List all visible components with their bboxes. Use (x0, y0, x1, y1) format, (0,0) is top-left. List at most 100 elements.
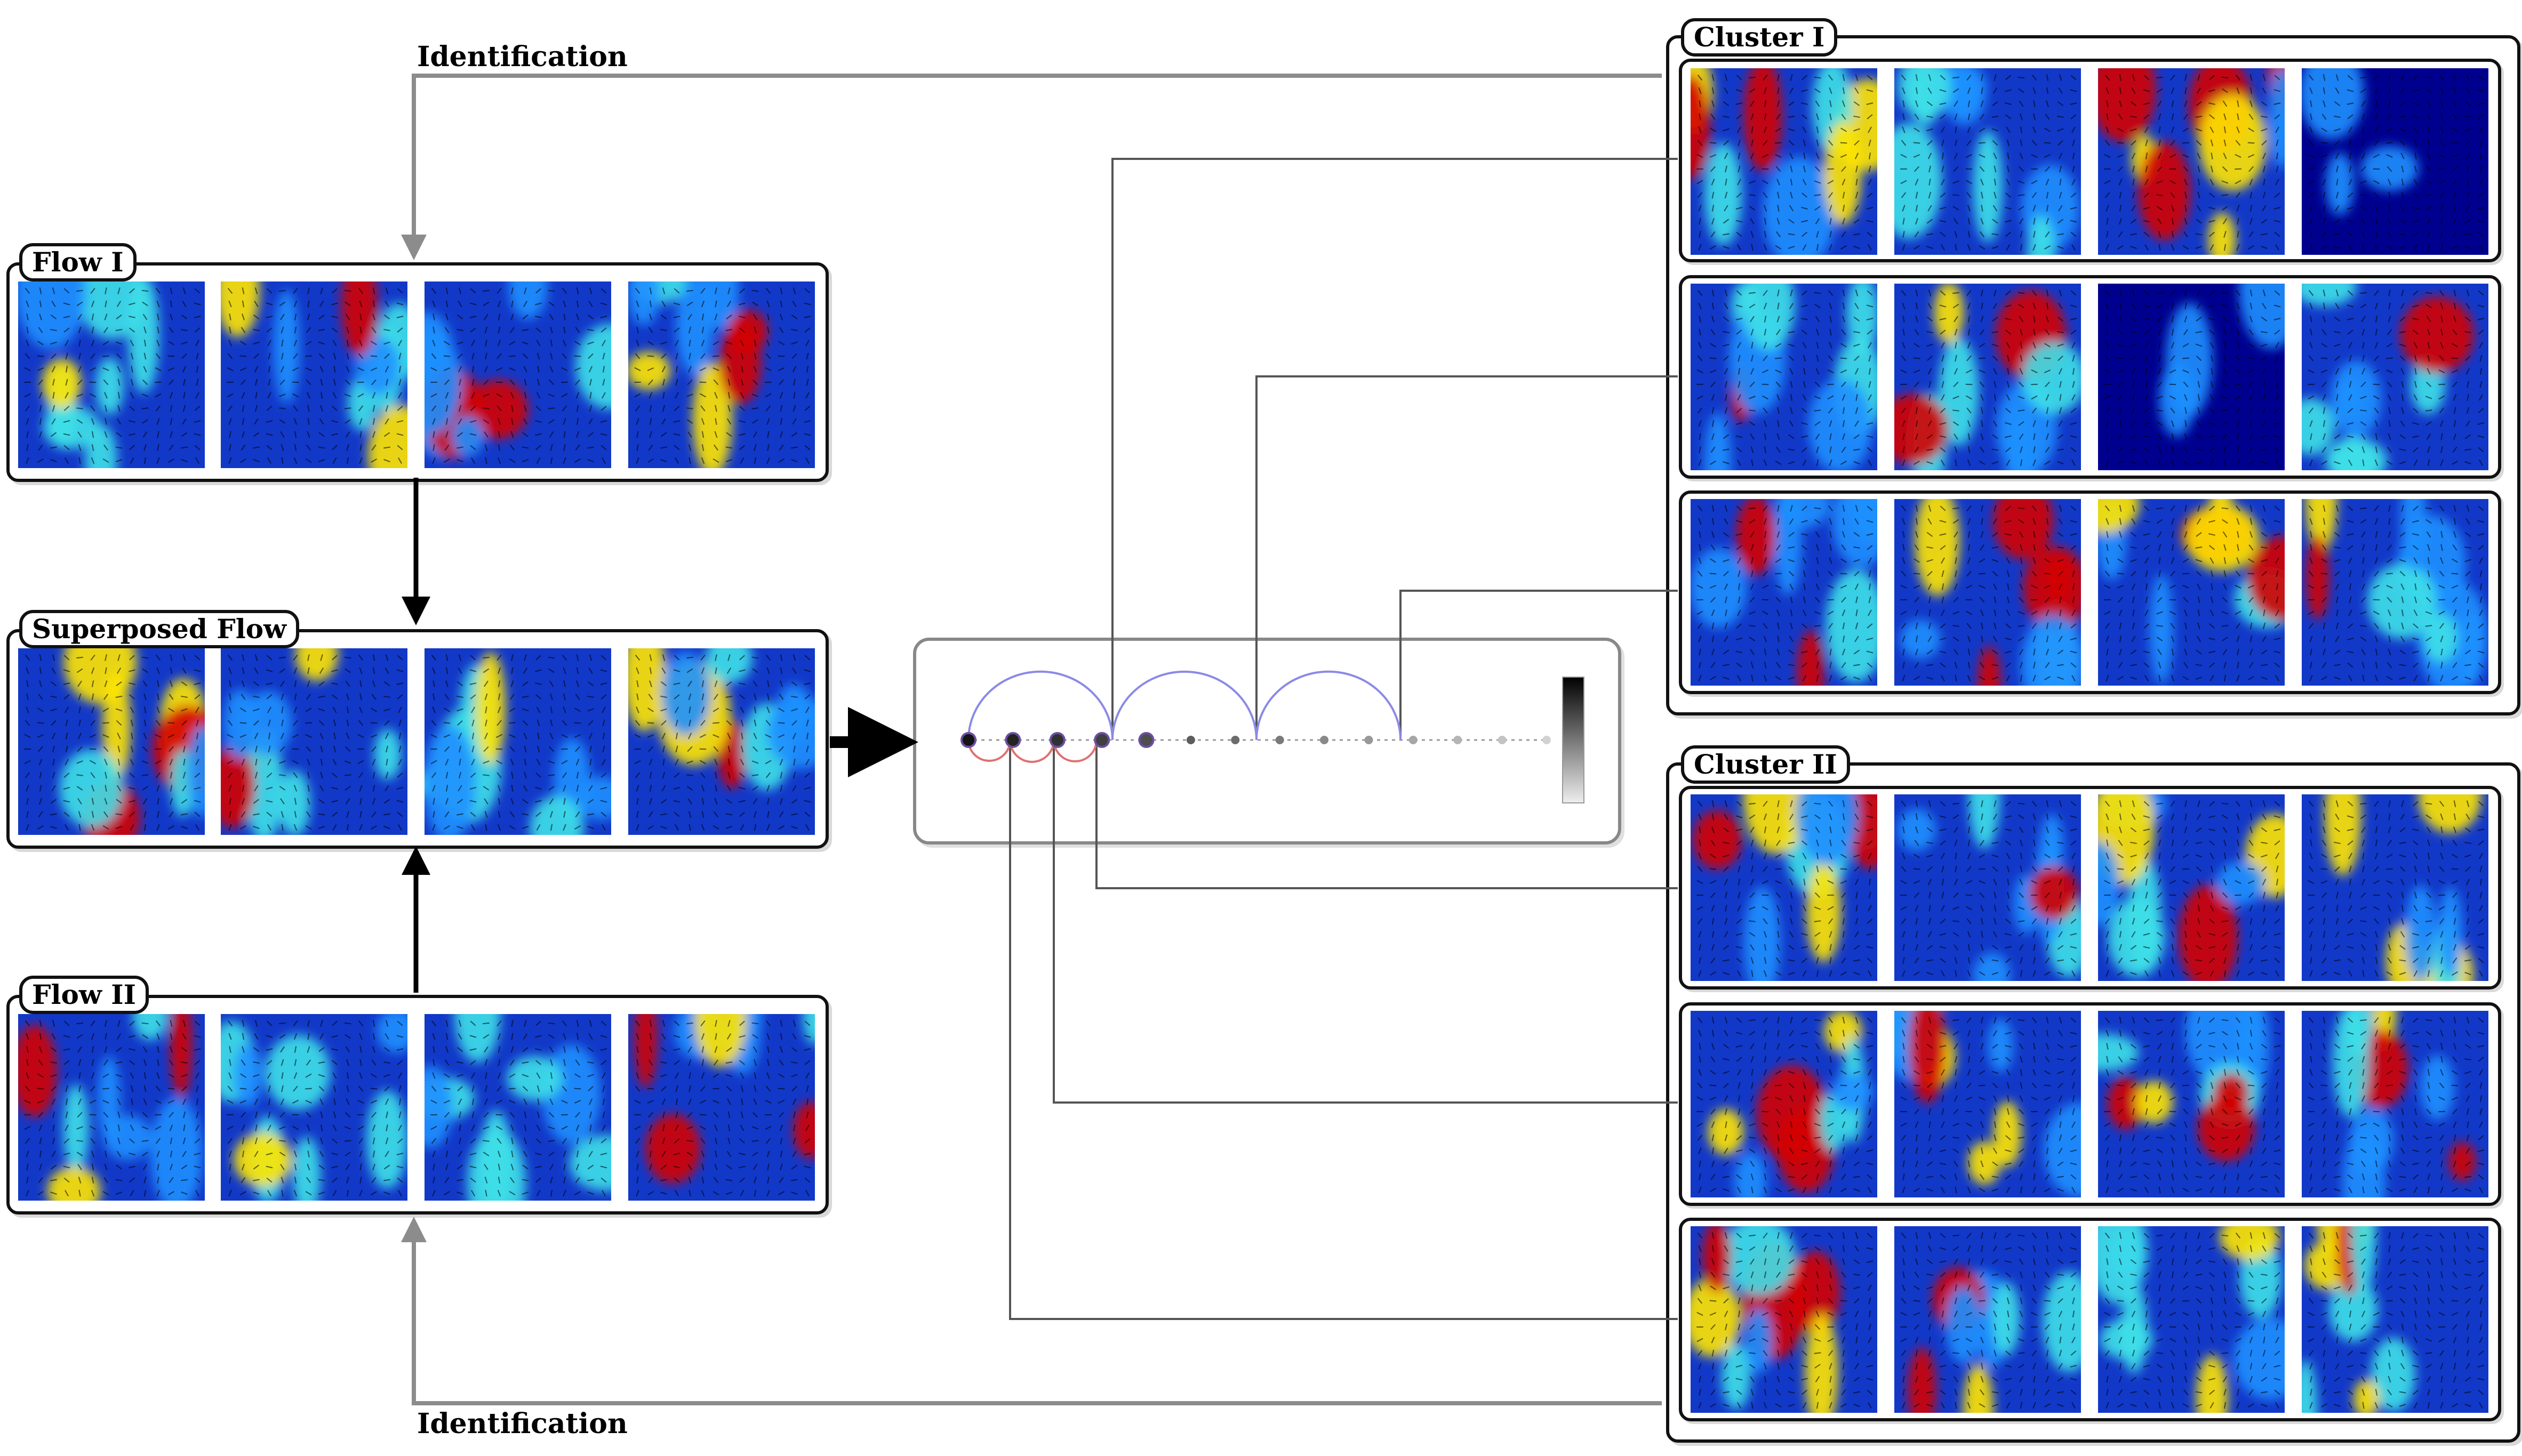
cluster-row-6-tile-4 (2302, 1226, 2488, 1413)
cluster-row-3-tile-1 (1691, 499, 1877, 686)
spectrum-marker-12 (1453, 736, 1462, 744)
cluster-row-6-tile-1-field (1691, 1226, 1877, 1413)
spectrum-marker-1 (960, 732, 976, 748)
cluster-row-5-tile-4 (2302, 1011, 2488, 1197)
superposed-tile-2-field (221, 648, 407, 835)
cluster-row-4-tile-2 (1894, 794, 2081, 981)
cluster-row-2-tile-4-field (2302, 284, 2488, 470)
spectrum-marker-6 (1186, 736, 1195, 744)
spectrum-marker-13 (1498, 736, 1507, 744)
flow-two-tile-1-field (18, 1014, 205, 1201)
mode-connector-3 (1399, 590, 1678, 740)
flow-one-tile-1-field (18, 281, 205, 468)
cluster-row-2-tile-4 (2302, 284, 2488, 470)
identification-bottom-label: Identification (417, 1407, 628, 1440)
flow-two-tile-2-field (221, 1014, 407, 1201)
cluster-row-1-tile-1-field (1691, 68, 1877, 255)
spectrum-blue-arc-3 (1255, 670, 1402, 741)
spectrum-marker-5 (1138, 732, 1155, 748)
superposed-tile-3 (425, 648, 611, 835)
cluster-row-5-tile-3 (2098, 1011, 2285, 1197)
cluster-row-5-tile-2-field (1894, 1011, 2081, 1197)
cluster-row-3-tile-1-field (1691, 499, 1877, 686)
flow-two-tile-4-field (628, 1014, 815, 1201)
spectrum-red-arc-3 (1053, 739, 1098, 762)
spectrum-marker-7 (1231, 736, 1240, 744)
spectrum-red-arc-2 (1009, 739, 1055, 763)
superposed-flow-tag: Superposed Flow (19, 610, 300, 648)
cluster-row-1-tile-2 (1894, 68, 2081, 255)
cluster-row-2-tile-1-field (1691, 284, 1877, 470)
cluster-row-5-tile-4-field (2302, 1011, 2488, 1197)
spectrum-blue-arc-1 (967, 670, 1114, 741)
superposed-tile-4-field (628, 648, 815, 835)
spectrum-marker-8 (1275, 736, 1284, 744)
flow-one-tile-4-field (628, 281, 815, 468)
cluster-row-3-tile-4-field (2302, 499, 2488, 686)
spectrum-marker-2 (1005, 732, 1021, 748)
superposed-tile-3-field (425, 648, 611, 835)
cluster-row-3-tile-2-field (1894, 499, 2081, 686)
superposed-tile-1 (18, 648, 205, 835)
cluster-row-1-tile-2-field (1894, 68, 2081, 255)
flow-one-tile-2-field (221, 281, 407, 468)
cluster-row-6-tile-1 (1691, 1226, 1877, 1413)
spectrum-colorbar (1562, 677, 1584, 803)
cluster-row-4-tile-4-field (2302, 794, 2488, 981)
flow-one-tile-1 (18, 281, 205, 468)
mode-connector-2 (1255, 375, 1678, 740)
flow-one-tag: Flow I (19, 243, 137, 281)
spectrum-marker-9 (1320, 736, 1329, 744)
spectrum-blue-arc-2 (1111, 670, 1258, 741)
spectrum-marker-14 (1542, 736, 1551, 744)
cluster-row-5-tile-1 (1691, 1011, 1877, 1197)
cluster-row-6-tile-3 (2098, 1226, 2285, 1413)
superposed-tile-4 (628, 648, 815, 835)
cluster-row-3-tile-3-field (2098, 499, 2285, 686)
cluster-row-2-tile-3-field (2098, 284, 2285, 470)
spectrum-marker-3 (1049, 732, 1066, 748)
cluster-row-4-tile-2-field (1894, 794, 2081, 981)
identification-top-label: Identification (417, 41, 628, 73)
cluster-row-4-tile-3 (2098, 794, 2285, 981)
flow-two-tile-3 (425, 1014, 611, 1201)
cluster-row-5-tile-1-field (1691, 1011, 1877, 1197)
cluster-row-3-tile-3 (2098, 499, 2285, 686)
flow-two-tile-3-field (425, 1014, 611, 1201)
cluster-one-tag: Cluster I (1681, 18, 1838, 57)
spectrum-marker-10 (1364, 736, 1373, 744)
cluster-row-6-tile-2 (1894, 1226, 2081, 1413)
cluster-row-3-tile-4 (2302, 499, 2488, 686)
mode-connector-1 (1111, 158, 1678, 740)
flow-one-tile-3-field (425, 281, 611, 468)
cluster-row-2-tile-3 (2098, 284, 2285, 470)
cluster-row-4-tile-1 (1691, 794, 1877, 981)
spectrum-marker-11 (1408, 736, 1418, 744)
cluster-row-1-tile-4-field (2302, 68, 2488, 255)
cluster-row-2-tile-2-field (1894, 284, 2081, 470)
cluster-row-6-tile-2-field (1894, 1226, 2081, 1413)
flow-two-tile-2 (221, 1014, 407, 1201)
identification-bottom-arrow (401, 1217, 1662, 1405)
flow-two-tile-4 (628, 1014, 815, 1201)
cluster-row-3-tile-2 (1894, 499, 2081, 686)
cluster-row-6-tile-4-field (2302, 1226, 2488, 1413)
cluster-row-5-tile-3-field (2098, 1011, 2285, 1197)
cluster-row-4-tile-3-field (2098, 794, 2285, 981)
cluster-two-tag: Cluster II (1681, 745, 1850, 784)
spectrum-red-arc-1 (967, 739, 1011, 762)
cluster-row-5-tile-2 (1894, 1011, 2081, 1197)
flow-one-tile-2 (221, 281, 407, 468)
flow-two-tag: Flow II (19, 976, 149, 1014)
flow-two-tile-1 (18, 1014, 205, 1201)
cluster-row-1-tile-1 (1691, 68, 1877, 255)
mode-connector-4 (1095, 740, 1678, 889)
cluster-row-2-tile-1 (1691, 284, 1877, 470)
cluster-row-1-tile-3-field (2098, 68, 2285, 255)
cluster-row-4-tile-1-field (1691, 794, 1877, 981)
superposed-tile-2 (221, 648, 407, 835)
spectrum-marker-4 (1094, 732, 1110, 748)
cluster-row-1-tile-3 (2098, 68, 2285, 255)
superposed-tile-1-field (18, 648, 205, 835)
identification-top-arrow (401, 74, 1662, 260)
